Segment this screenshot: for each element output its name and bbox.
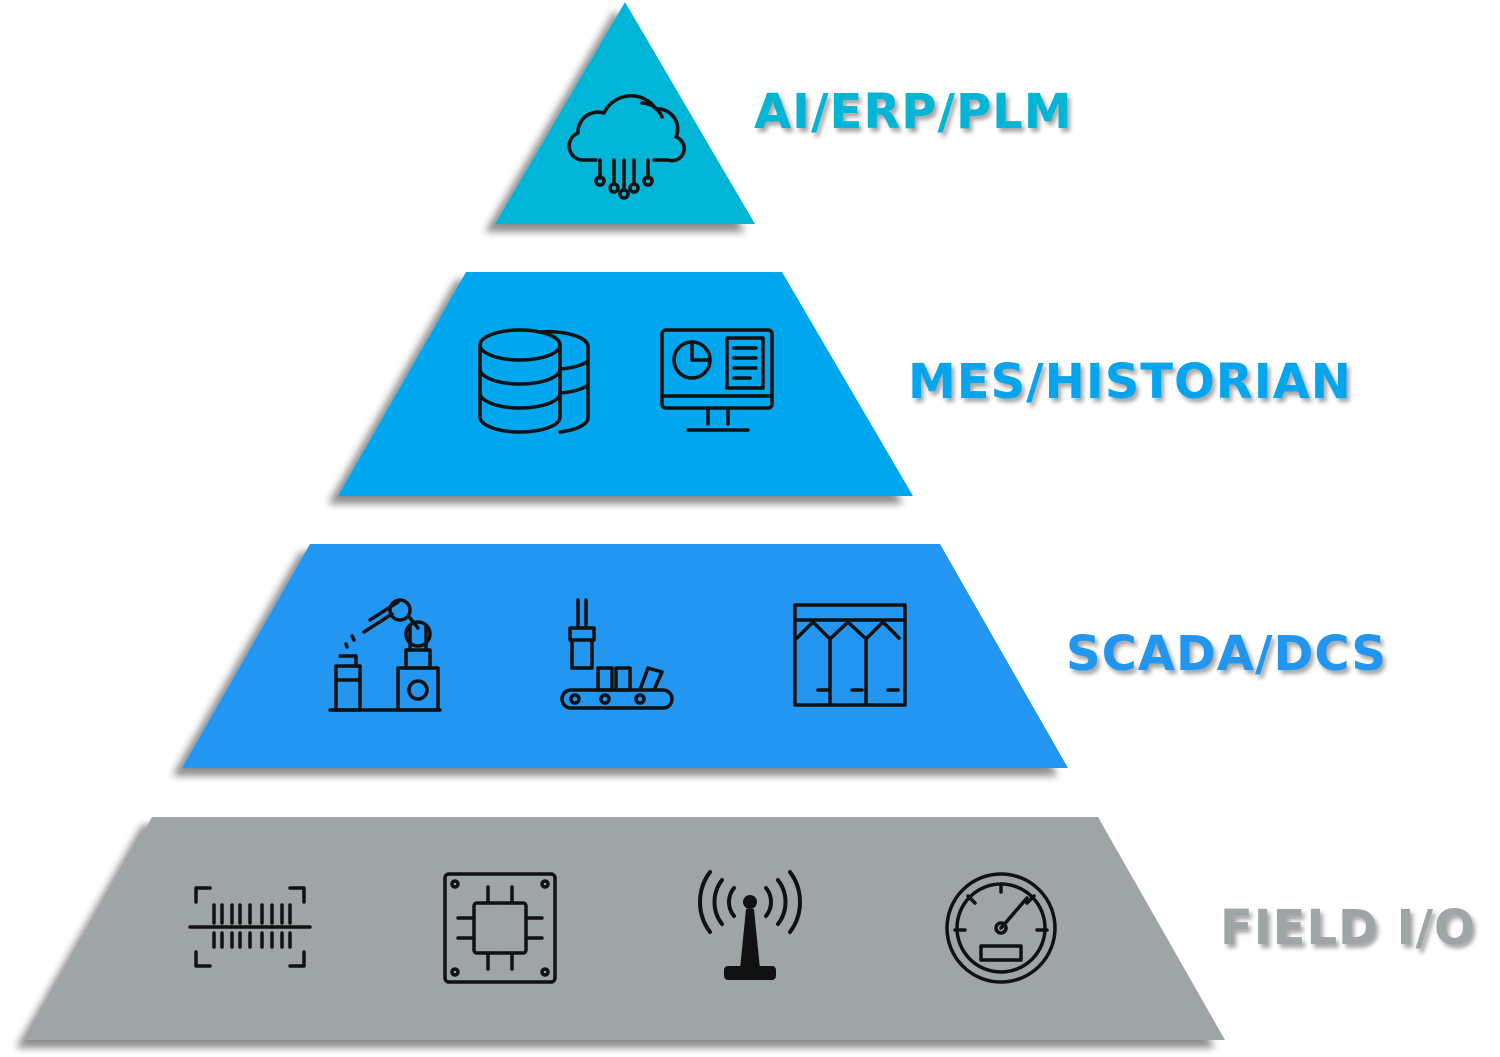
tier-label-ai-erp-plm: AI/ERP/PLM bbox=[754, 84, 1073, 140]
tier-label-field-io: FIELD I/O bbox=[1220, 900, 1476, 956]
tier-top-shape bbox=[495, 2, 755, 224]
silo-tanks-icon bbox=[793, 603, 907, 707]
tier-third-shape bbox=[182, 544, 1068, 768]
antenna-icon bbox=[698, 870, 802, 980]
conveyor-gripper-icon bbox=[560, 598, 674, 710]
tier-label-scada-dcs: SCADA/DCS bbox=[1066, 626, 1387, 682]
tier-base-shape bbox=[26, 817, 1225, 1040]
gauge-icon bbox=[945, 872, 1057, 984]
barcode-scanner-icon bbox=[188, 886, 312, 968]
monitor-dashboard-icon bbox=[660, 328, 774, 432]
robotic-arm-icon bbox=[328, 598, 442, 712]
microchip-icon bbox=[443, 872, 557, 984]
database-icon bbox=[478, 328, 590, 434]
tier-second-shape bbox=[338, 272, 913, 496]
cloud-network-icon bbox=[567, 94, 686, 200]
tier-label-mes-historian: MES/HISTORIAN bbox=[908, 354, 1352, 410]
